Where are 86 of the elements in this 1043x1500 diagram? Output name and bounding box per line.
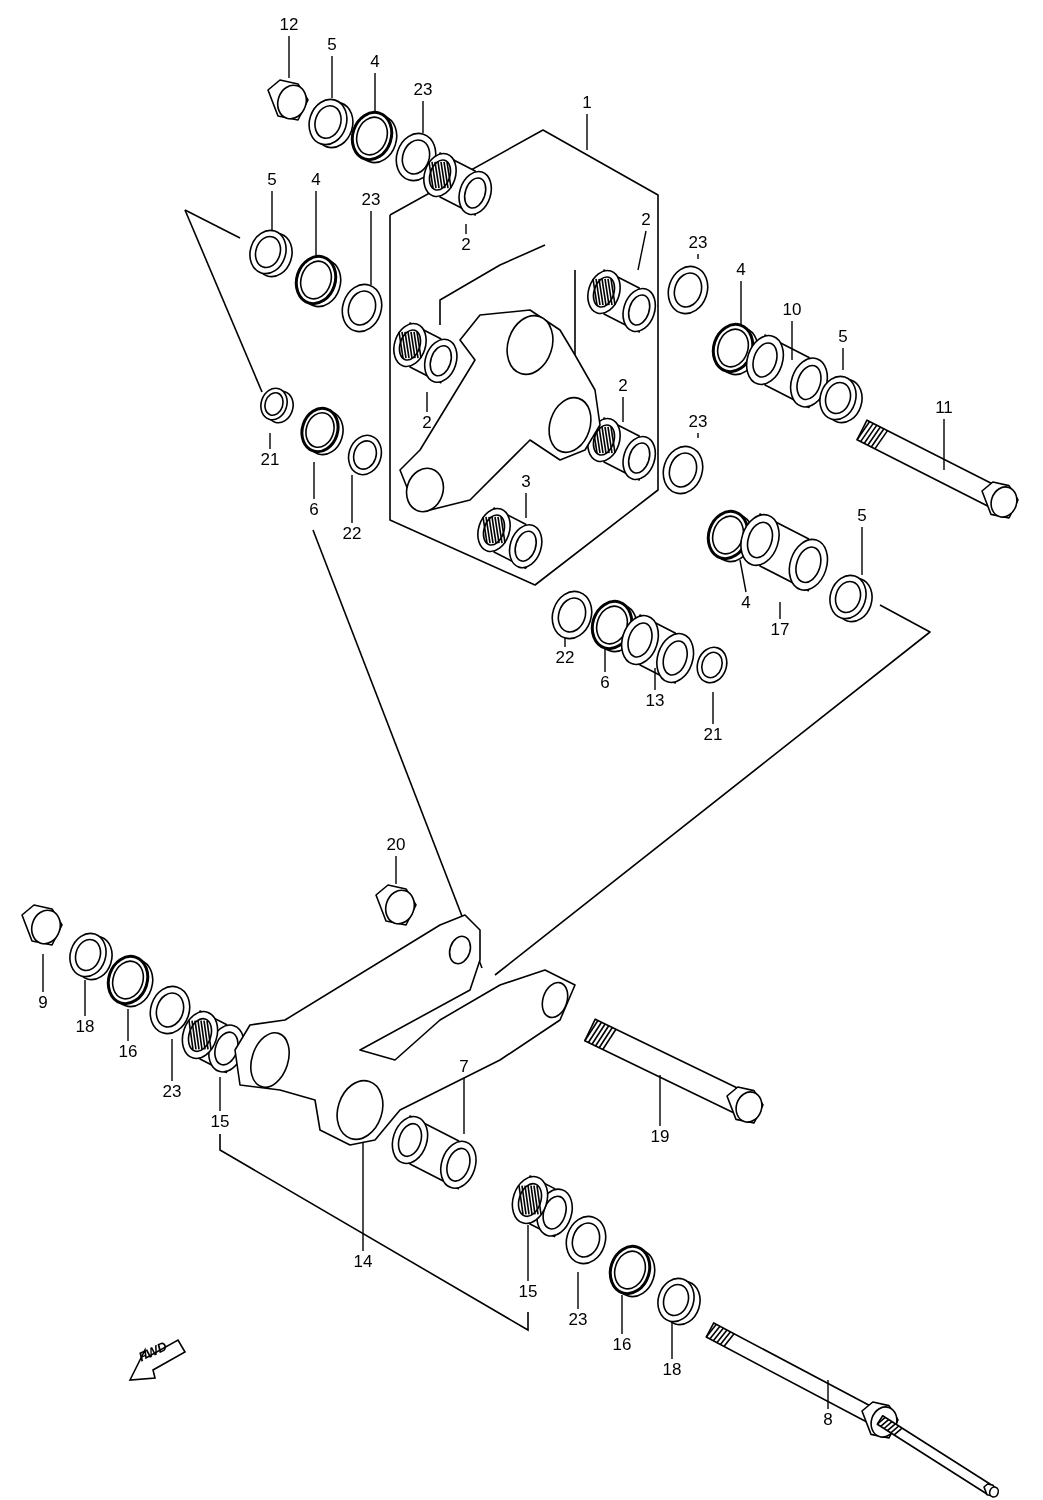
leader-line <box>842 347 844 371</box>
callout-number: 19 <box>649 1127 671 1147</box>
leader-line <box>604 647 606 673</box>
leader-line <box>577 1271 579 1310</box>
leader-line <box>525 492 527 519</box>
callout-number: 23 <box>412 80 434 100</box>
leader-line <box>315 190 317 259</box>
callout-number: 8 <box>817 1410 839 1430</box>
callout-number: 4 <box>305 170 327 190</box>
callout-number: 4 <box>730 260 752 280</box>
leader-line <box>370 210 372 286</box>
callout-number: 16 <box>117 1042 139 1062</box>
leader-line <box>697 253 699 260</box>
leader-line <box>791 320 793 361</box>
leader-line <box>395 855 397 885</box>
callout-number: 21 <box>259 450 281 470</box>
leader-line <box>171 1038 173 1082</box>
callout-number: 5 <box>832 327 854 347</box>
leader-line <box>127 1008 129 1042</box>
callout-number: 3 <box>515 472 537 492</box>
leader-line <box>426 391 428 413</box>
callout-number: 22 <box>341 524 363 544</box>
callout-number: 6 <box>594 673 616 693</box>
leader-line <box>42 953 44 993</box>
leader-line <box>739 559 747 593</box>
leader-line <box>269 432 271 450</box>
callout-number: 23 <box>567 1310 589 1330</box>
callout-number: 5 <box>851 506 873 526</box>
callout-number: 9 <box>32 993 54 1013</box>
callout-number: 20 <box>385 835 407 855</box>
callout-number: 2 <box>455 235 477 255</box>
callout-number: 4 <box>364 52 386 72</box>
leader-line <box>637 230 647 271</box>
callout-number: 1 <box>576 93 598 113</box>
callout-number: 22 <box>554 648 576 668</box>
leader-line <box>271 190 273 231</box>
callout-number: 17 <box>769 620 791 640</box>
callout-number: 18 <box>661 1360 683 1380</box>
callout-number: 23 <box>687 233 709 253</box>
callout-number: 15 <box>517 1282 539 1302</box>
leader-line <box>943 418 945 471</box>
callout-number: 11 <box>933 398 955 418</box>
callout-number: 21 <box>702 725 724 745</box>
leader-line <box>827 1379 829 1410</box>
leader-line <box>861 526 863 576</box>
leader-line <box>697 432 699 439</box>
callout-number: 15 <box>209 1112 231 1132</box>
leader-line <box>712 691 714 725</box>
leader-line <box>671 1321 673 1360</box>
callout-number: 4 <box>735 593 757 613</box>
callout-number: 23 <box>161 1082 183 1102</box>
leader-line <box>84 979 86 1017</box>
callout-number: 10 <box>781 300 803 320</box>
leader-line <box>654 667 656 691</box>
leader-line <box>351 474 353 524</box>
leader-line <box>288 35 290 79</box>
leader-line <box>622 396 624 423</box>
callout-number: 14 <box>352 1252 374 1272</box>
leader-line <box>779 601 781 620</box>
leader-line <box>422 100 424 134</box>
callout-number: 13 <box>644 691 666 711</box>
leader-line <box>362 1141 364 1252</box>
leader-line <box>621 1294 623 1335</box>
callout-number: 2 <box>612 376 634 396</box>
callout-number: 7 <box>453 1057 475 1077</box>
callout-number: 12 <box>278 15 300 35</box>
callout-number: 2 <box>416 413 438 433</box>
leader-line <box>313 461 315 500</box>
callout-number: 5 <box>261 170 283 190</box>
leader-line <box>374 72 376 113</box>
leader-line <box>331 55 333 99</box>
leader-line <box>586 113 588 151</box>
leader-line <box>740 280 742 326</box>
callout-number: 23 <box>687 412 709 432</box>
leader-line <box>219 1076 221 1112</box>
callout-number: 18 <box>74 1017 96 1037</box>
leader-line <box>527 1224 529 1282</box>
leader-line <box>659 1074 661 1127</box>
leader-line <box>463 1077 465 1135</box>
callout-number: 2 <box>635 210 657 230</box>
callout-number: 16 <box>611 1335 633 1355</box>
callout-number: 6 <box>303 500 325 520</box>
callout-number: 23 <box>360 190 382 210</box>
callout-number: 5 <box>321 35 343 55</box>
leader-line <box>465 223 467 235</box>
leader-line <box>564 637 566 648</box>
